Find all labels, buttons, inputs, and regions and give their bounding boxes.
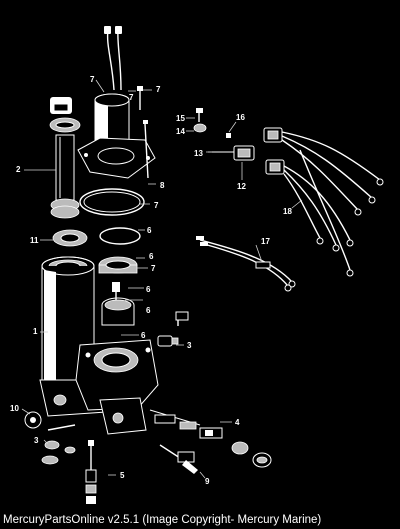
copyright-footer: MercuryPartsOnline v2.5.1 (Image Copyrig… [0, 512, 400, 529]
callout-7-screw-top: 7 [129, 93, 134, 102]
pump-manifold [75, 339, 159, 435]
relay-bracket [208, 133, 255, 161]
seal-o-ring-upper [99, 227, 141, 245]
callout-6-coupling: 6 [149, 252, 154, 261]
callout-11: 11 [30, 236, 39, 245]
callout-4: 4 [235, 418, 240, 427]
reservoir-tube [49, 97, 81, 219]
callout-18: 18 [283, 207, 292, 216]
callout-13: 13 [194, 149, 203, 158]
callout-5: 5 [120, 471, 125, 480]
callout-7-motor: 7 [90, 75, 95, 84]
callout-6-pump: 6 [146, 306, 151, 315]
callout-7-coupling: 7 [151, 264, 156, 273]
motor-screws [137, 86, 149, 179]
pump-assembly [101, 282, 135, 326]
callout-9: 9 [205, 477, 210, 486]
callout-15: 15 [176, 114, 185, 123]
bearing-ring [52, 229, 88, 247]
pump-gear-coupling [98, 256, 138, 274]
callout-16: 16 [236, 113, 245, 122]
pivot-gear [24, 411, 42, 429]
manual-release-valve-stack [85, 440, 97, 504]
callout-labels: 7 7 7 8 7 6 6 7 6 6 6 1 2 11 10 3 3 5 4 … [10, 75, 292, 486]
callout-1: 1 [33, 327, 38, 336]
callout-12: 12 [237, 182, 246, 191]
valve-assembly-right [149, 409, 272, 468]
callout-2: 2 [16, 165, 21, 174]
callout-6-pin: 6 [146, 285, 151, 294]
relay-harness [263, 127, 384, 277]
motor-wire-leads [104, 26, 122, 91]
callout-14: 14 [176, 127, 185, 136]
callout-7-screw-right: 7 [156, 85, 161, 94]
extension-cable [196, 236, 296, 292]
callout-3-lower: 3 [34, 436, 39, 445]
grommet-and-screw [193, 108, 207, 133]
valve-stem [159, 444, 198, 474]
callout-6-seal: 6 [147, 226, 152, 235]
callout-3-upper: 3 [187, 341, 192, 350]
callout-7-o-ring: 7 [154, 201, 159, 210]
callout-10: 10 [10, 404, 19, 413]
power-trim-exploded-diagram: 7 7 7 8 7 6 6 7 6 6 6 1 2 11 10 3 3 5 4 … [10, 26, 384, 504]
check-valve-fitting [157, 311, 189, 347]
motor-o-ring [79, 188, 145, 216]
leader-lines [21, 79, 303, 479]
trim-motor [77, 93, 156, 179]
lower-left-fittings [41, 424, 76, 465]
callout-17: 17 [261, 237, 270, 246]
callout-6-lower: 6 [141, 331, 146, 340]
callout-8: 8 [160, 181, 165, 190]
